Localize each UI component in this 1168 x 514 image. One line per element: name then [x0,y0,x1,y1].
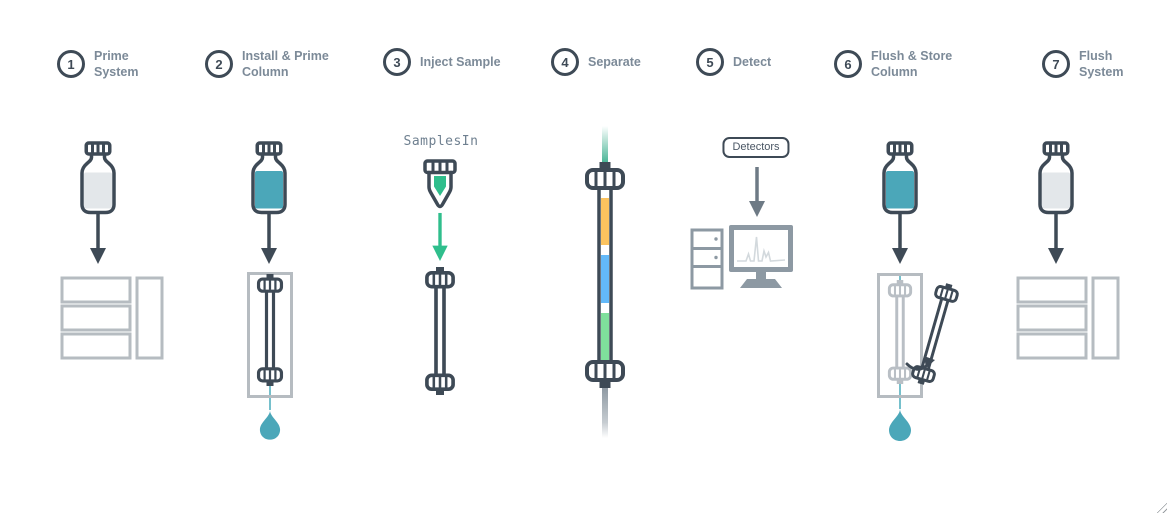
column-icon [425,267,455,395]
removed-column-icon [911,283,959,385]
droplet-icon [889,409,911,441]
step-7-number: 7 [1052,56,1060,72]
droplet-icon [259,410,281,440]
step-6-label: Flush & Store Column [871,49,953,80]
step-4-header: 4 Separate [551,48,641,76]
down-arrow-icon [749,167,765,217]
band-orange [601,198,609,245]
step-2-label: Install & Prime Column [242,49,329,80]
inject-arrow-icon [432,212,448,262]
step-2-number-badge: 2 [205,50,233,79]
solvent-bottle-icon [80,141,116,215]
column-icon [256,274,284,386]
outlet-flow-line [602,386,608,438]
step-6-number: 6 [844,56,852,72]
column-ghost-icon [887,280,913,384]
solvent-bottle-icon [1038,141,1074,215]
step-5-header: 5 Detect [696,48,771,76]
step-3-number: 3 [393,54,401,70]
step-5-number: 5 [706,54,714,70]
hplc-system-icon [1016,276,1120,360]
resize-grip[interactable] [1154,500,1167,513]
hplc-system-icon [60,276,164,360]
column-compartment-box [247,272,293,398]
swap-curved-arrow-icon [905,356,935,371]
samples-in-label: SamplesIn [403,134,479,149]
band-green [601,313,609,360]
step-5-number-badge: 5 [696,48,724,76]
step-2-number: 2 [215,56,223,72]
sample-vial-icon [423,159,457,209]
step-1-number-badge: 1 [57,50,85,79]
step-3-number-badge: 3 [383,48,411,76]
step-5-label: Detect [733,54,772,69]
step-1-number: 1 [67,56,75,72]
step-1-label: Prime System [94,49,139,80]
chromatogram-trace [737,236,786,262]
band-blue [601,255,609,303]
step-3-header: 3 Inject Sample [383,48,501,76]
detector-computer-icon [690,225,793,290]
step-7-label: Flush System [1079,49,1124,80]
down-arrow-icon [892,214,908,264]
step-4-number-badge: 4 [551,48,579,76]
step-2-header: 2 Install & Prime Column [205,48,329,81]
down-arrow-icon [261,214,277,264]
step-6-header: 6 Flush & Store Column [834,48,952,81]
down-arrow-icon [90,214,106,264]
step-3-label: Inject Sample [420,54,501,69]
separation-column-icon [585,162,625,388]
inlet-flow-line [602,126,608,166]
step-7-number-badge: 7 [1042,50,1070,79]
step-6-number-badge: 6 [834,50,862,79]
step-4-label: Separate [588,54,641,69]
step-1-header: 1 Prime System [57,48,138,81]
step-7-header: 7 Flush System [1042,48,1123,81]
step-4-number: 4 [561,54,569,70]
column-compartment-box [877,273,923,398]
solvent-bottle-icon [882,141,918,215]
detectors-callout: Detectors [722,137,790,158]
down-arrow-icon [1048,214,1064,264]
solvent-bottle-icon [251,141,287,215]
